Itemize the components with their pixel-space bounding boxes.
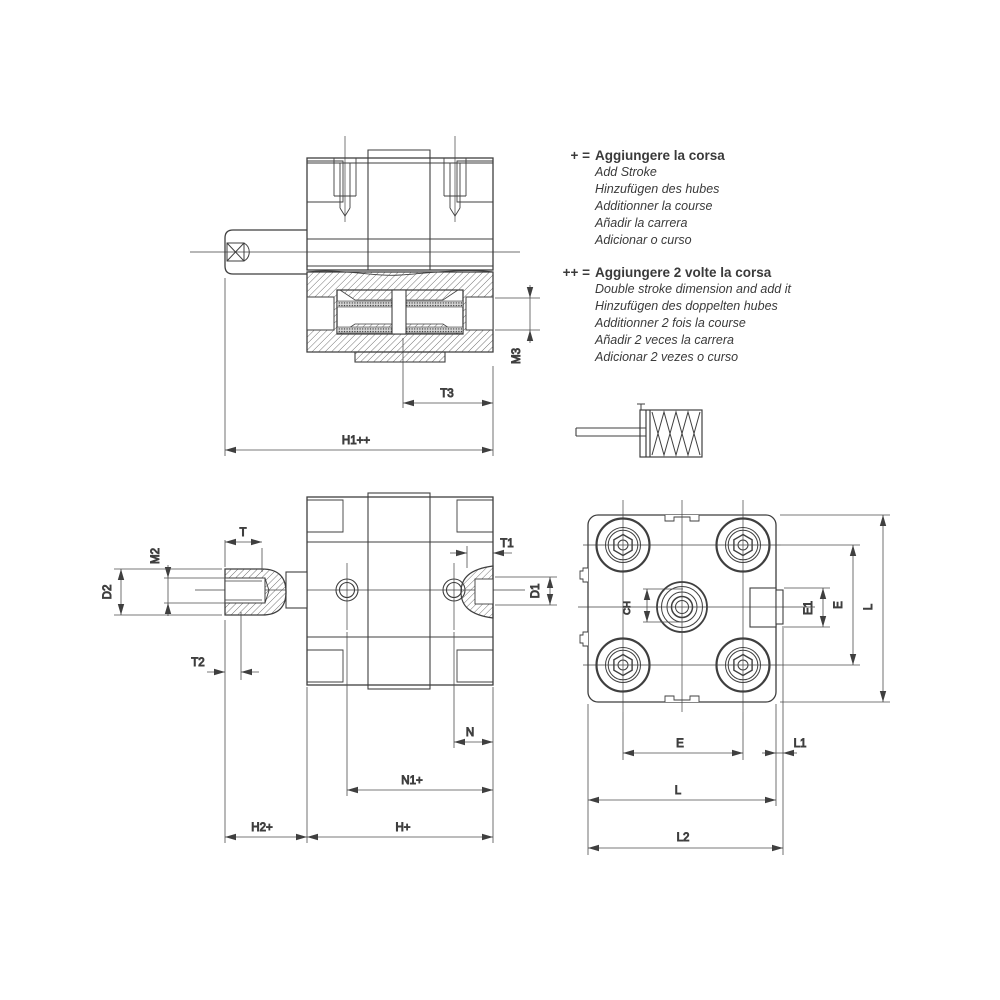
side-view-dimensions [114, 538, 557, 843]
sensor-slot-left-lower [579, 631, 588, 647]
legend-add-line-es: Añadir la carrera [595, 216, 688, 230]
port-boss [749, 587, 777, 628]
dim-label-h1: H1++ [342, 435, 370, 447]
legend-double-symbol: ++ = [562, 265, 590, 280]
piston [391, 289, 407, 335]
dim-label-m3: M3 [511, 348, 523, 364]
legend-add-line-en: Add Stroke [595, 165, 657, 179]
legend-add-line-de: Hinzufügen des hubes [595, 182, 720, 196]
port-symbol [637, 403, 645, 410]
pneumatic-symbol [575, 403, 703, 458]
legend-double-line-fr: Additionner 2 fois la course [595, 316, 746, 330]
dim-label-h: H+ [395, 822, 410, 834]
rod-symbol [575, 427, 646, 437]
dim-label-l2: L2 [677, 832, 690, 844]
spring-symbol [651, 410, 701, 457]
dim-label-e-vertical: E [833, 601, 845, 609]
dim-label-l-vertical: L [863, 603, 875, 610]
sectional-view: M3 T3 H1++ [190, 136, 540, 456]
dim-label-e-bottom: E [676, 738, 684, 750]
dim-label-n1: N1+ [401, 775, 423, 787]
legend-add-symbol: + = [570, 148, 590, 163]
legend-add-title: Aggiungere la corsa [595, 148, 725, 163]
dim-label-d1: D1 [530, 584, 542, 599]
dim-m3 [495, 285, 540, 343]
dim-label-ch: CH [622, 601, 633, 615]
dim-label-l-bottom: L [675, 785, 682, 797]
dim-h1 [224, 278, 493, 456]
dim-label-t: T [239, 527, 246, 539]
dim-label-n: N [466, 727, 474, 739]
legend-add-stroke: + = Aggiungere la corsa Add Stroke Hinzu… [552, 147, 882, 249]
front-view-dimensions [587, 514, 890, 855]
side-view: T M2 D2 T2 T1 D1 N N1+ H2+ H+ [102, 492, 557, 843]
legend-double-line-es: Añadir 2 veces la carrera [595, 333, 734, 347]
front-view: CH E1 E L E L1 L L2 [578, 500, 890, 855]
legend-add-line-pt: Adicionar o curso [595, 233, 692, 247]
legend-add-line-fr: Additionner la course [595, 199, 713, 213]
dim-label-m2: M2 [150, 548, 162, 564]
legend-double-line-de: Hinzufügen des doppelten hubes [595, 299, 778, 313]
dim-label-t2: T2 [191, 657, 204, 669]
legend-double-line-pt: Adicionar 2 vezes o curso [595, 350, 739, 364]
dim-label-h2: H2+ [251, 822, 273, 834]
screw-bore-left [333, 136, 357, 222]
screw-bore-right [443, 136, 467, 222]
dim-label-e1: E1 [803, 601, 815, 615]
sensor-slot-left-upper [579, 567, 588, 583]
dim-label-l1: L1 [794, 738, 807, 750]
dim-t3 [402, 338, 494, 456]
dim-label-t1: T1 [500, 538, 513, 550]
legend-double-stroke: ++ = Aggiungere 2 volte la corsa Double … [552, 264, 882, 366]
dim-label-t3: T3 [440, 388, 453, 400]
dim-label-d2: D2 [102, 585, 114, 600]
port-hole-left [335, 563, 359, 630]
legend-double-line-en: Double stroke dimension and add it [595, 282, 791, 296]
legend-double-title: Aggiungere 2 volte la corsa [595, 265, 772, 280]
